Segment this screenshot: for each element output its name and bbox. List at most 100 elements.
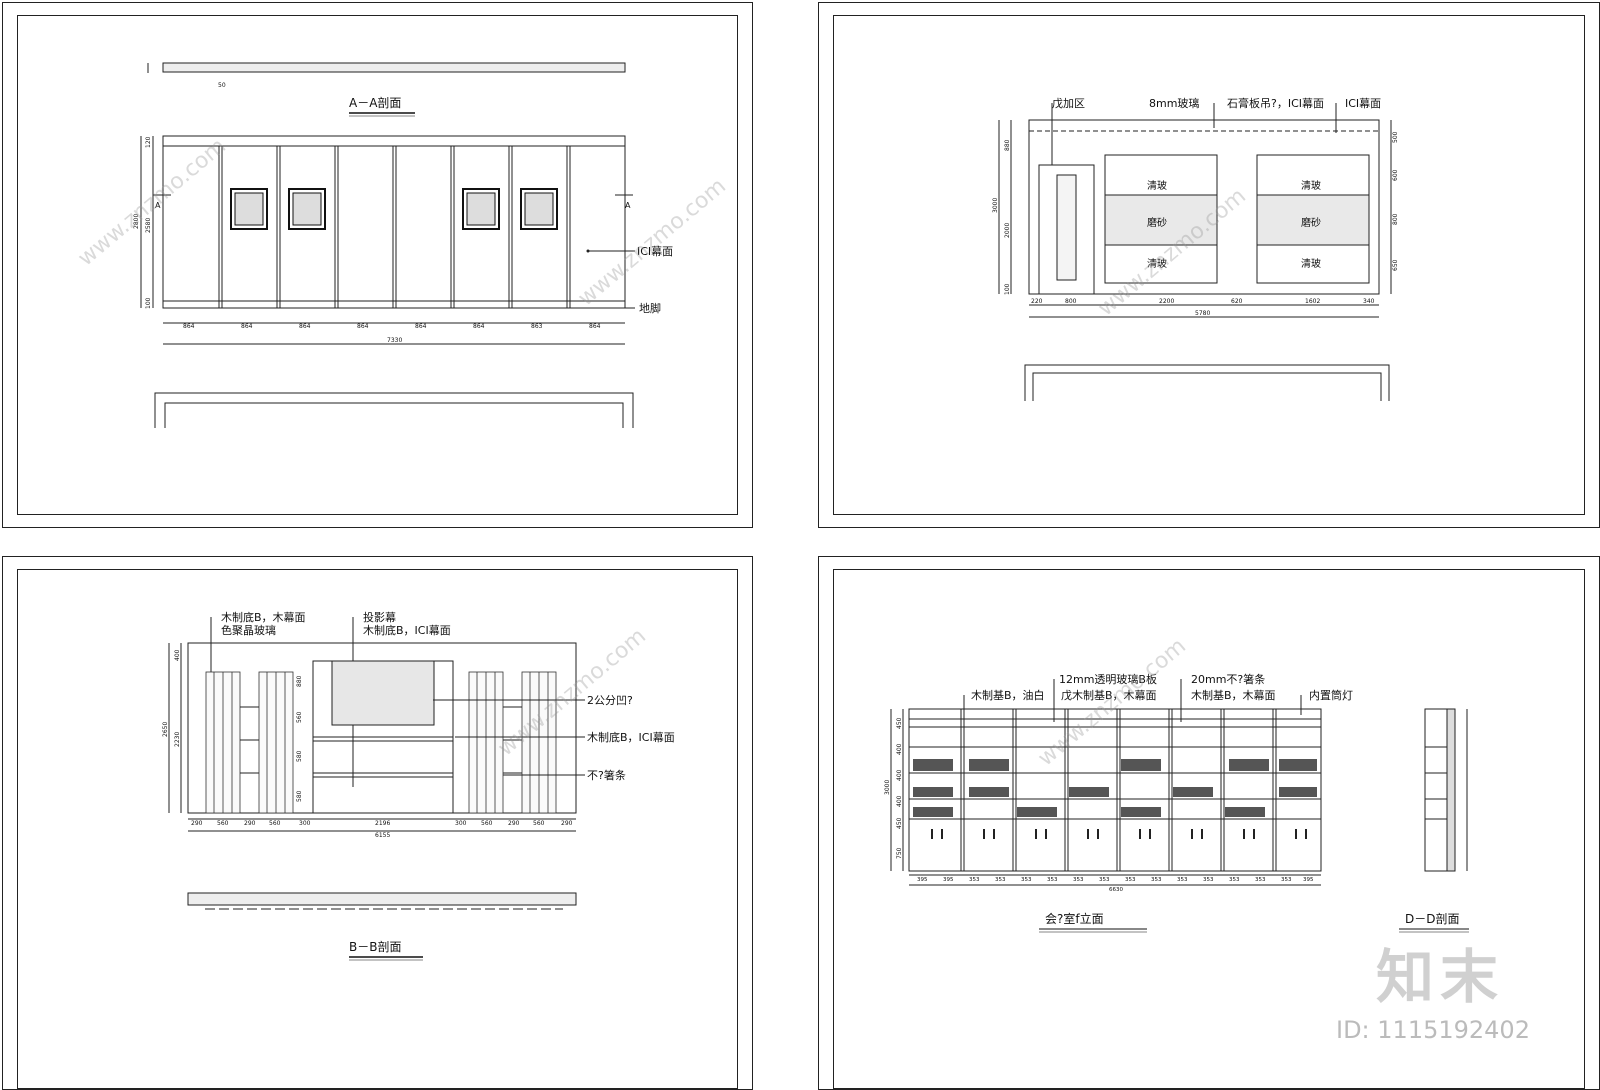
dim-height: 2800 <box>133 214 140 229</box>
dim-left-5: 750 <box>896 847 903 859</box>
dim-total: 7330 <box>387 337 402 344</box>
dim-bottom-12: 353 <box>1229 877 1240 883</box>
dim-bottom-1: 800 <box>1065 298 1077 305</box>
dim-bottom-6: 863 <box>531 323 543 330</box>
section-a-title: A－A剖面 <box>349 96 401 110</box>
dim-bottom-1: 864 <box>241 323 253 330</box>
dim-height: 2650 <box>162 722 169 737</box>
wall-pictures <box>230 188 558 230</box>
label-glass: 色聚晶玻璃 <box>221 623 276 637</box>
dim-bottom-3: 560 <box>269 820 281 827</box>
drawing-sheet-b: 戊加区 8mm玻璃 石膏板吊?，ICI幕面 ICI幕面 清玻 磨砂 清玻 清玻 … <box>818 2 1600 528</box>
dim-total: 6630 <box>1109 887 1123 893</box>
dim-total: 5780 <box>1195 310 1210 317</box>
label-glass: 12mm透明玻璃B板 <box>1059 672 1157 686</box>
dim-top-small: 50 <box>218 82 226 89</box>
section-b-title: B－B剖面 <box>349 940 401 954</box>
dim-bottom-5: 864 <box>473 323 485 330</box>
dim-bottom-2: 864 <box>299 323 311 330</box>
dim-bottom-2: 2200 <box>1159 298 1174 305</box>
dim-bottom-4: 1602 <box>1305 298 1320 305</box>
dim-left-0: 120 <box>145 136 152 148</box>
dim-bottom-0: 864 <box>183 323 195 330</box>
label-light: 内置筒灯 <box>1309 688 1353 702</box>
dim-left-0: 450 <box>896 717 903 729</box>
dim-bottom-2: 353 <box>969 877 980 883</box>
dim-left-3: 400 <box>896 795 903 807</box>
elevation-title: 会?室f立面 <box>1045 911 1104 926</box>
label-wood3: 木制底B，ICI幕面 <box>587 730 675 744</box>
dim-bottom-6: 300 <box>455 820 467 827</box>
dim-height: 3000 <box>992 198 999 213</box>
panel-clear-left-top: 清玻 <box>1147 179 1167 192</box>
dim-bottom-13: 353 <box>1255 877 1266 883</box>
sheet-a-frame <box>17 15 738 515</box>
dim-bottom-11: 353 <box>1203 877 1214 883</box>
dim-bottom-8: 290 <box>508 820 520 827</box>
dim-mid-6: 580 <box>296 790 303 802</box>
dim-bottom-3: 864 <box>357 323 369 330</box>
label-wood3: 木制基B，木幕面 <box>1191 688 1276 702</box>
label-glass: 8mm玻璃 <box>1149 96 1199 110</box>
dim-bottom-1: 560 <box>217 820 229 827</box>
dim-left-0: 880 <box>1004 139 1011 151</box>
dim-bottom-0: 220 <box>1031 298 1043 305</box>
section-mark-left: A <box>155 201 161 210</box>
dim-right-3: 650 <box>1392 259 1399 271</box>
label-strip: 20mm不?箸条 <box>1191 672 1265 686</box>
dim-left-1: 400 <box>896 743 903 755</box>
dim-bottom-15: 395 <box>1303 877 1314 883</box>
sheet-b-frame <box>833 15 1585 515</box>
section-d-title: D－D剖面 <box>1405 912 1459 926</box>
dim-right-1: 600 <box>1392 169 1399 181</box>
dim-mid-2: 560 <box>296 711 303 723</box>
dim-bottom-10: 290 <box>561 820 573 827</box>
dim-bottom-0: 290 <box>191 820 203 827</box>
panel-frost-left: 磨砂 <box>1147 216 1167 229</box>
shelf-books <box>913 759 1317 817</box>
dim-bottom-4: 300 <box>299 820 311 827</box>
dim-bottom-5: 2196 <box>375 820 390 827</box>
label-strip: 不?箸条 <box>587 768 626 782</box>
dim-bottom-9: 353 <box>1151 877 1162 883</box>
section-a-drawing: 50 A－A剖面 A <box>133 62 673 428</box>
dim-bottom-0: 395 <box>917 877 928 883</box>
label-curtain: ICI幕面 <box>637 244 673 258</box>
label-screen: 投影幕 <box>363 610 396 624</box>
dim-mid-0: 880 <box>296 675 303 687</box>
dim-bottom-7: 864 <box>589 323 601 330</box>
dim-mid-4: 580 <box>296 750 303 762</box>
dim-left-2: 100 <box>1004 283 1011 295</box>
dim-bottom-5: 353 <box>1047 877 1058 883</box>
panel-frost-right: 磨砂 <box>1301 216 1321 229</box>
dim-left-2: 400 <box>896 769 903 781</box>
dim-bottom-10: 353 <box>1177 877 1188 883</box>
elevation-d-drawing: 12mm透明玻璃B板 木制基B，油白 戊木制基B，木幕面 20mm不?箸条 木制… <box>884 672 1469 933</box>
dim-left-1: 2000 <box>1004 223 1011 238</box>
dim-bottom-9: 560 <box>533 820 545 827</box>
dim-total: 6155 <box>375 832 390 839</box>
sheet-c-frame <box>17 569 738 1089</box>
dim-bottom-6: 353 <box>1073 877 1084 883</box>
panel-clear-left-bottom: 清玻 <box>1147 257 1167 270</box>
dim-bottom-8: 353 <box>1125 877 1136 883</box>
label-groove: 2公分凹? <box>587 694 633 707</box>
label-wood2: 戊木制基B，木幕面 <box>1061 688 1157 702</box>
section-mark-right: A <box>625 201 631 210</box>
dim-left-1: 2230 <box>174 732 181 747</box>
panel-clear-right-bottom: 清玻 <box>1301 257 1321 270</box>
drawing-sheet-d: 12mm透明玻璃B板 木制基B，油白 戊木制基B，木幕面 20mm不?箸条 木制… <box>818 556 1600 1090</box>
elevation-b-drawing: 戊加区 8mm玻璃 石膏板吊?，ICI幕面 ICI幕面 清玻 磨砂 清玻 清玻 … <box>992 96 1399 401</box>
dim-bottom-4: 353 <box>1021 877 1032 883</box>
dim-bottom-7: 353 <box>1099 877 1110 883</box>
label-ceiling: 石膏板吊?，ICI幕面 <box>1227 96 1324 110</box>
dim-right-2: 800 <box>1392 213 1399 225</box>
label-wood1: 木制底B，木幕面 <box>221 610 306 624</box>
dim-bottom-2: 290 <box>244 820 256 827</box>
label-zone: 戊加区 <box>1052 97 1085 110</box>
dim-bottom-5: 340 <box>1363 298 1375 305</box>
section-b-drawing: 木制底B，木幕面 色聚晶玻璃 投影幕 木制底B，ICI幕面 <box>162 610 675 961</box>
dim-left-2: 100 <box>145 297 152 309</box>
dim-bottom-7: 560 <box>481 820 493 827</box>
dim-left-1: 2580 <box>145 218 152 233</box>
